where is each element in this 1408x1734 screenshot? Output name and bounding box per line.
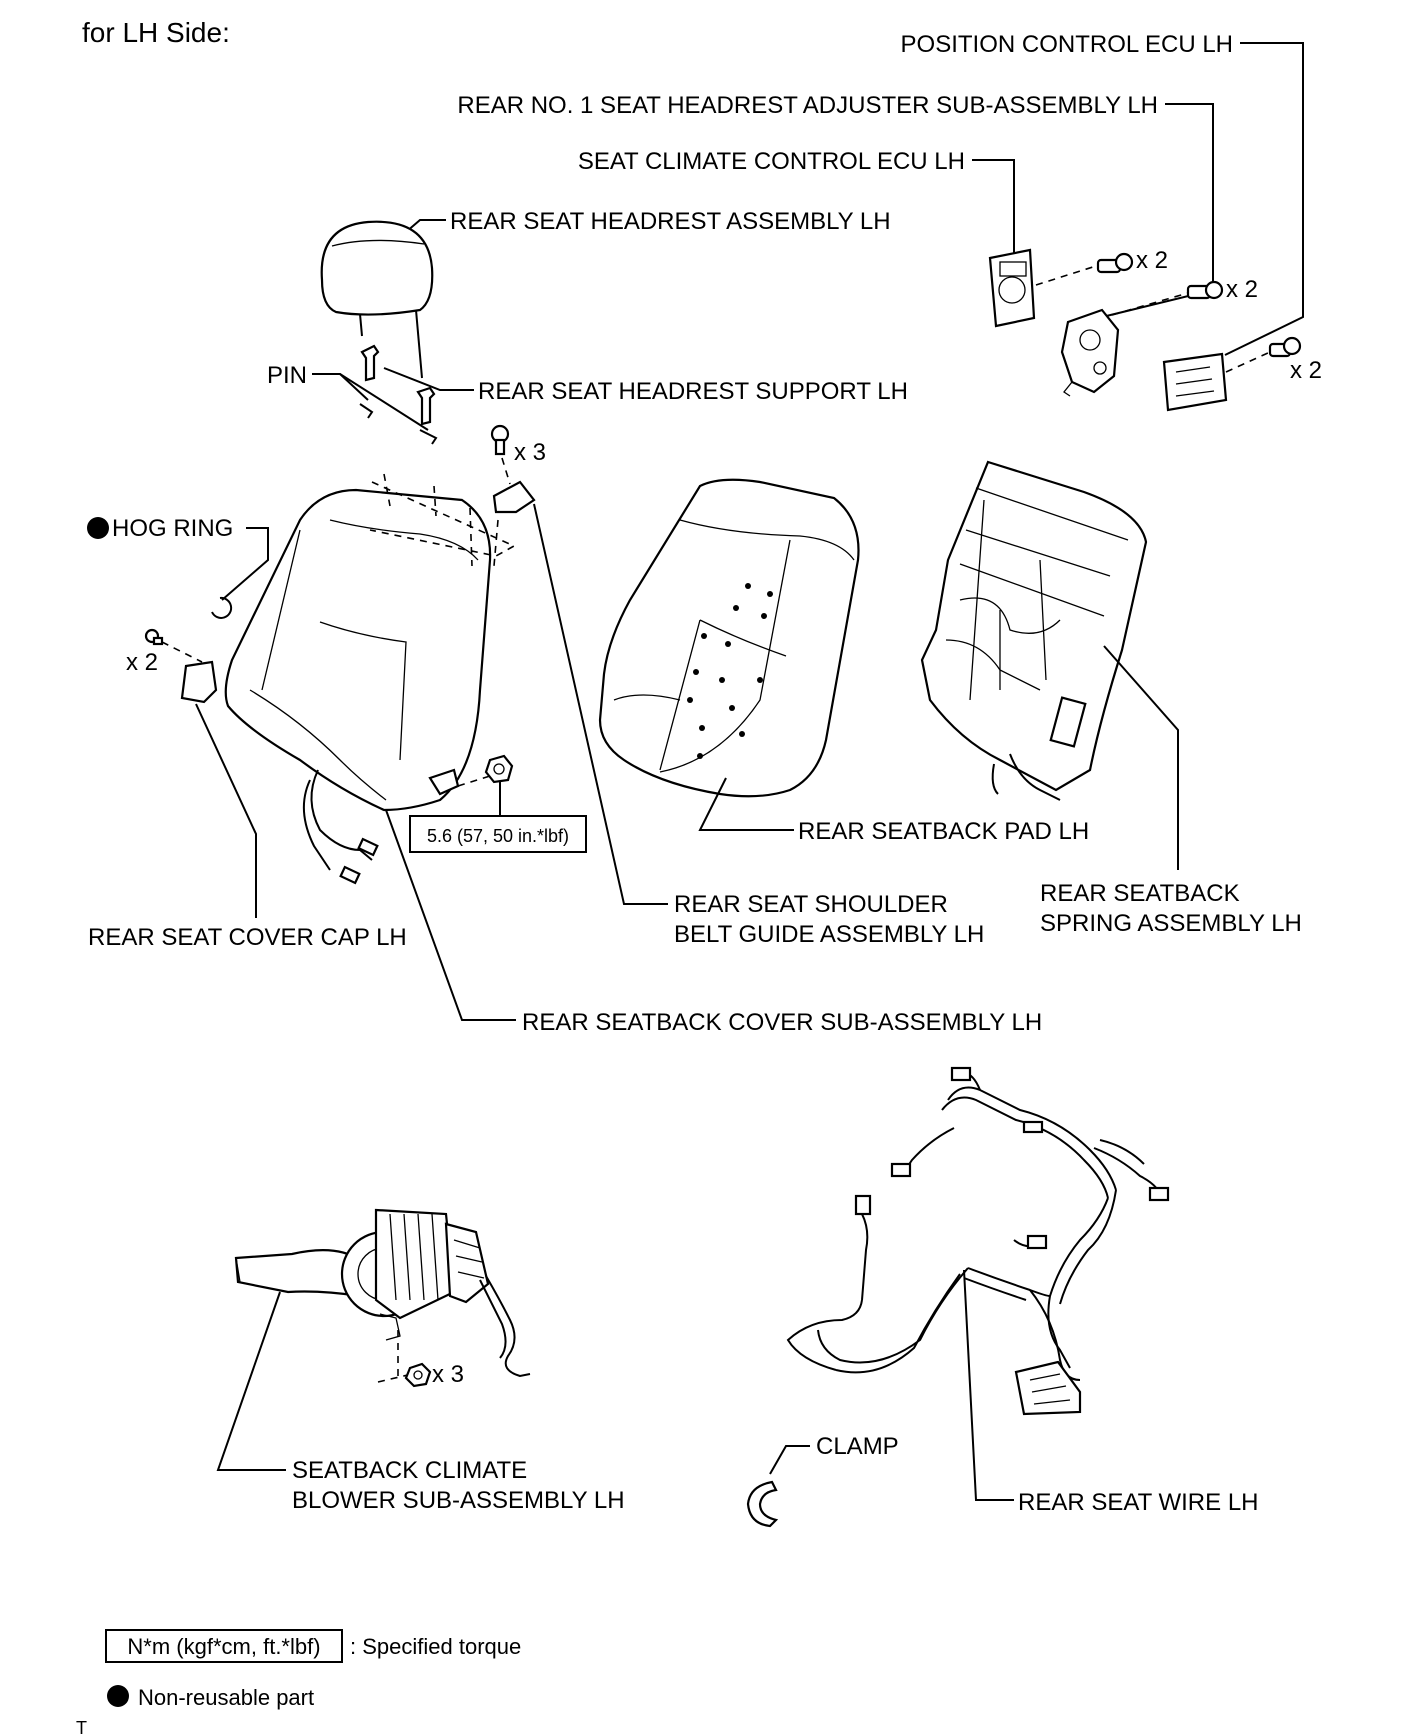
label-headrest-support: REAR SEAT HEADREST SUPPORT LH: [478, 378, 908, 405]
dash-headrest-holes: [369, 473, 516, 557]
nut-icon: [404, 1362, 432, 1388]
dash-adjuster-bolt: [1111, 292, 1189, 316]
dash-cover-wire: [469, 507, 499, 567]
label-climate-control-ecu: SEAT CLIMATE CONTROL ECU LH: [578, 148, 965, 175]
torque-value-box: [409, 815, 587, 853]
leader-hog-ring: [221, 527, 269, 601]
label-cover-sub-assembly: REAR SEATBACK COVER SUB-ASSEMBLY LH: [522, 1009, 1042, 1036]
label-headrest-assembly: REAR SEAT HEADREST ASSEMBLY LH: [450, 208, 891, 235]
headrest-support-part: [360, 344, 436, 426]
label-headrest-adjuster: REAR NO. 1 SEAT HEADREST ADJUSTER SUB-AS…: [457, 92, 1158, 119]
leader-spring-assembly: [1103, 645, 1179, 870]
leader-belt-guide: [533, 503, 668, 905]
dash-belt-guide-bolt: [501, 457, 511, 485]
screw-icon: [144, 628, 164, 646]
nut-icon: [484, 754, 514, 784]
hog-ring-part: [211, 596, 233, 619]
label-blower-1: SEATBACK CLIMATE: [292, 1457, 527, 1484]
label-belt-guide-2: BELT GUIDE ASSEMBLY LH: [674, 921, 984, 948]
pad-holes-pattern: [687, 583, 773, 759]
leader-headrest-assembly: [405, 219, 446, 233]
spring-assembly-part: [920, 460, 1148, 801]
label-belt-guide-1: REAR SEAT SHOULDER: [674, 891, 948, 918]
seat-wire-part: [786, 1066, 1170, 1416]
leader-cover-sub-assembly: [385, 809, 516, 1021]
qty-blower-nuts: x 3: [432, 1361, 464, 1388]
label-clamp: CLAMP: [816, 1433, 899, 1460]
qty-belt-guide-bolts: x 3: [514, 439, 546, 466]
label-position-control-ecu: POSITION CONTROL ECU LH: [901, 31, 1233, 58]
legend-torque-box: [105, 1629, 343, 1663]
qty-position-ecu-bolts: x 2: [1290, 357, 1322, 384]
label-cover-cap: REAR SEAT COVER CAP LH: [88, 924, 407, 951]
label-pin: PIN: [267, 362, 307, 389]
nonreusable-mark-icon: [107, 1685, 129, 1707]
clamp-part: [746, 1480, 779, 1528]
seatback-pad-part: [598, 478, 860, 798]
cover-cap-part: [180, 660, 218, 704]
label-seatback-pad: REAR SEATBACK PAD LH: [798, 818, 1089, 845]
bolt-icon: [1268, 336, 1302, 358]
leader-headrest-support: [383, 367, 474, 391]
leader-climate-control-ecu: [972, 159, 1015, 253]
qty-cover-cap-screws: x 2: [126, 649, 158, 676]
label-blower-2: BLOWER SUB-ASSEMBLY LH: [292, 1487, 625, 1514]
leader-seat-wire: [963, 1269, 1014, 1501]
diagram-title: for LH Side:: [82, 17, 230, 48]
label-hog-ring: HOG RING: [112, 515, 233, 542]
footer-mark: T: [76, 1718, 87, 1734]
dash-climate-ecu-bolt: [1035, 265, 1097, 286]
legend-torque-description: : Specified torque: [350, 1634, 521, 1659]
bolt-icon: [1186, 280, 1224, 300]
position-control-ecu-part: [1162, 352, 1228, 412]
torque-value: 5.6 (57, 50 in.*lbf): [427, 826, 569, 846]
leader-headrest-adjuster: [1089, 103, 1214, 321]
qty-adjuster-bolts: x 2: [1226, 276, 1258, 303]
bolt-icon: [490, 424, 510, 456]
leader-clamp: [769, 1445, 810, 1475]
leader-pin-b: [339, 373, 429, 431]
leader-position-control-ecu: [1224, 42, 1304, 356]
seatback-cover-part: [224, 488, 492, 812]
label-spring-assembly-1: REAR SEATBACK: [1040, 880, 1240, 907]
qty-climate-ecu-bolts: x 2: [1136, 247, 1168, 274]
dash-cover-cap-screw: [161, 641, 203, 663]
leader-climate-blower: [216, 1291, 286, 1471]
label-seat-wire: REAR SEAT WIRE LH: [1018, 1489, 1259, 1516]
leader-cover-cap: [195, 703, 257, 918]
headrest-part: [320, 220, 434, 379]
pin-part: [359, 403, 438, 445]
belt-guide-part: [492, 480, 536, 514]
leader-seatback-pad: [698, 777, 794, 831]
dash-torque-nut: [457, 775, 491, 787]
label-spring-assembly-2: SPRING ASSEMBLY LH: [1040, 910, 1302, 937]
dash-position-ecu-bolt: [1225, 351, 1271, 373]
climate-control-ecu-part: [988, 248, 1036, 328]
legend-nonreusable: Non-reusable part: [138, 1685, 314, 1710]
bolt-icon: [1096, 252, 1134, 274]
legend-torque-units: N*m (kgf*cm, ft.*lbf): [127, 1634, 320, 1659]
headrest-adjuster-part: [1060, 308, 1120, 397]
climate-blower-part: [234, 1208, 531, 1378]
nonreusable-mark-icon: [87, 517, 109, 539]
